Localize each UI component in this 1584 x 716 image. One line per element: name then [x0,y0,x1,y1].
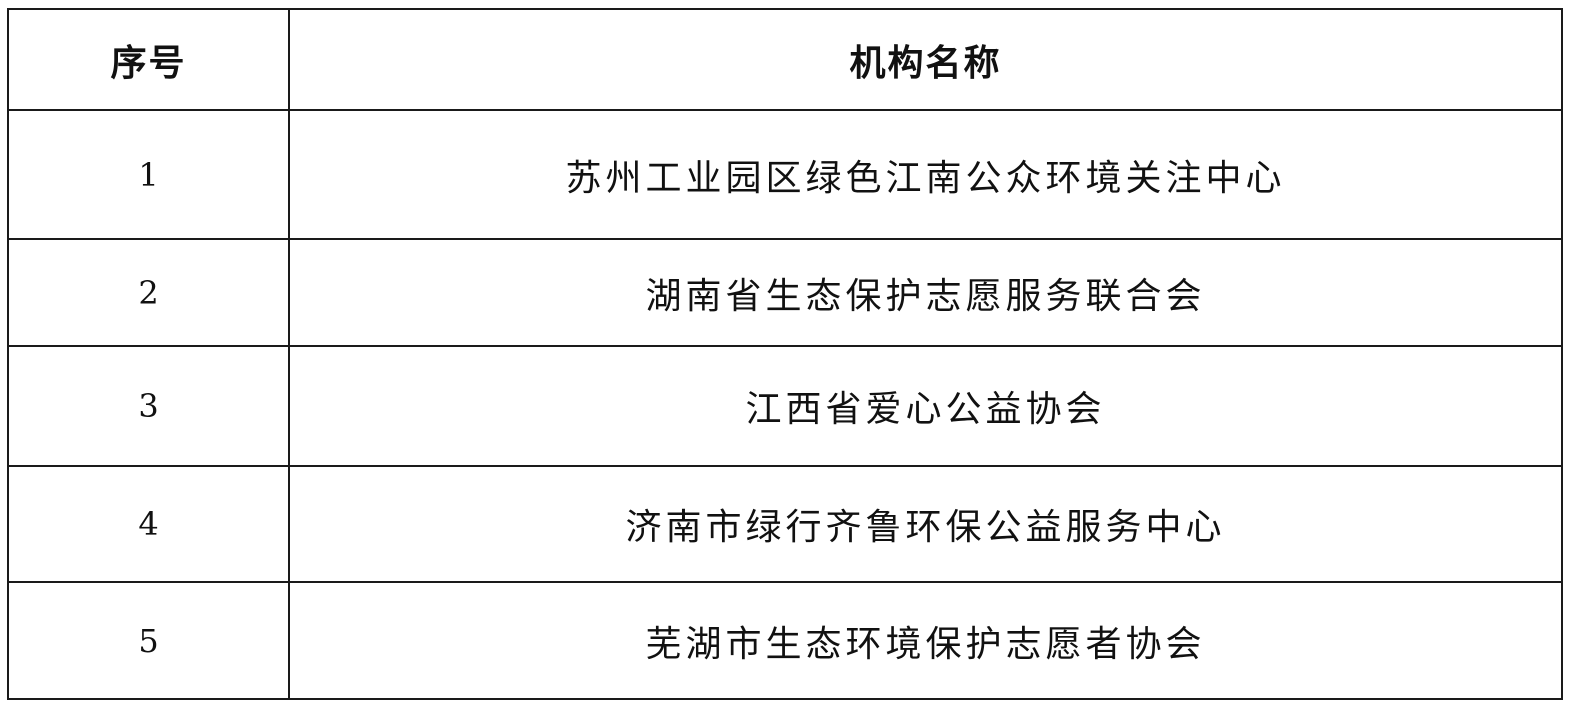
table-row: 3 江西省爱心公益协会 [7,345,1563,467]
organization-table: 序号 机构名称 1 苏州工业园区绿色江南公众环境关注中心 2 湖南省生态保护志愿… [7,8,1563,700]
organization-name: 江西省爱心公益协会 [288,345,1563,467]
header-organization-name: 机构名称 [288,8,1563,111]
table-header-row: 序号 机构名称 [7,8,1563,111]
row-number: 3 [7,345,290,467]
row-number: 5 [7,581,290,700]
table-row: 2 湖南省生态保护志愿服务联合会 [7,238,1563,347]
table-row: 1 苏州工业园区绿色江南公众环境关注中心 [7,109,1563,240]
header-number: 序号 [7,8,290,111]
table-row: 5 芜湖市生态环境保护志愿者协会 [7,581,1563,700]
row-number: 2 [7,238,290,347]
row-number: 4 [7,465,290,583]
row-number: 1 [7,109,290,240]
organization-name: 芜湖市生态环境保护志愿者协会 [288,581,1563,700]
organization-name: 苏州工业园区绿色江南公众环境关注中心 [288,109,1563,240]
table-row: 4 济南市绿行齐鲁环保公益服务中心 [7,465,1563,583]
organization-name: 济南市绿行齐鲁环保公益服务中心 [288,465,1563,583]
organization-name: 湖南省生态保护志愿服务联合会 [288,238,1563,347]
